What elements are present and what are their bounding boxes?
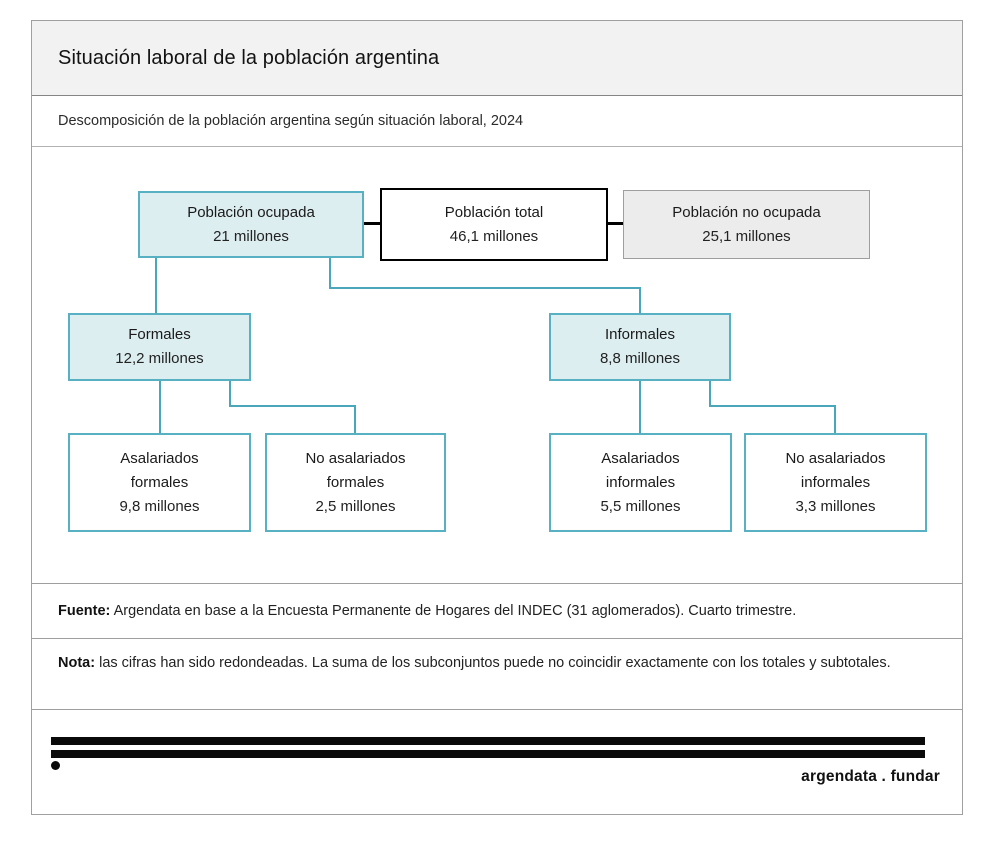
page-title: Situación laboral de la población argent…	[58, 46, 440, 69]
connector-ocupada-total	[364, 222, 381, 225]
node-value: 9,8 millones	[119, 497, 200, 515]
connector-ocupada-informales-drop	[329, 258, 331, 289]
connector-formales-noasal-down	[354, 405, 356, 433]
node-label: Formales	[128, 326, 191, 343]
node-poblacion-ocupada: Población ocupada 21 millones	[138, 191, 364, 258]
node-poblacion-no-ocupada: Población no ocupada 25,1 millones	[623, 190, 870, 259]
brand-wordmark: argendata . fundar	[801, 768, 940, 785]
connector-formales-noasal-drop	[229, 381, 231, 407]
connector-ocupada-formales	[155, 258, 157, 313]
connector-formales-asalariados	[159, 381, 161, 433]
connector-informales-noasal-across	[709, 405, 836, 407]
node-value: 12,2 millones	[115, 350, 204, 367]
node-asalariados-informales: Asalariados informales 5,5 millones	[549, 433, 732, 532]
note-band: Nota: las cifras han sido redondeadas. L…	[32, 639, 962, 710]
node-label: Asalariados informales	[601, 449, 680, 491]
node-label: No asalariados formales	[305, 449, 406, 491]
node-value: 21 millones	[213, 227, 289, 245]
node-label: Informales	[604, 326, 676, 343]
brand-dot-icon	[51, 761, 60, 770]
node-label: Población total	[444, 203, 544, 221]
brand-band: argendata . fundar	[32, 710, 962, 814]
node-poblacion-total: Población total 46,1 millones	[380, 188, 608, 261]
connector-informales-noasal-drop	[709, 381, 711, 407]
source-body: Argendata en base a la Encuesta Permanen…	[110, 603, 797, 619]
node-value: 46,1 millones	[449, 227, 539, 245]
connector-ocupada-informales-down	[639, 287, 641, 313]
connector-formales-noasal-across	[229, 405, 356, 407]
node-label: Población ocupada	[187, 203, 315, 221]
note-body: las cifras han sido redondeadas. La suma…	[95, 655, 891, 671]
node-no-asalariados-formales: No asalariados formales 2,5 millones	[265, 433, 446, 532]
node-value: 5,5 millones	[600, 497, 681, 515]
note-text: Nota: las cifras han sido redondeadas. L…	[58, 655, 891, 671]
connector-informales-asalariados	[639, 381, 641, 433]
node-formales: Formales 12,2 millones	[68, 313, 251, 381]
source-band: Fuente: Argendata en base a la Encuesta …	[32, 584, 962, 639]
chart-subtitle: Descomposición de la población argentina…	[58, 113, 524, 129]
node-informales: Informales 8,8 millones	[549, 313, 731, 381]
node-value: 3,3 millones	[795, 497, 876, 515]
node-label: Población no ocupada	[672, 203, 821, 221]
node-asalariados-formales: Asalariados formales 9,8 millones	[68, 433, 251, 532]
node-value: 25,1 millones	[702, 227, 791, 245]
brand-bar-top	[51, 737, 925, 745]
node-no-asalariados-informales: No asalariados informales 3,3 millones	[744, 433, 927, 532]
node-label: No asalariados informales	[785, 449, 886, 491]
population-tree-diagram: Población ocupada 21 millones Población …	[32, 147, 962, 584]
node-label: Asalariados formales	[120, 449, 199, 491]
title-band: Situación laboral de la población argent…	[32, 21, 962, 96]
connector-ocupada-informales-across	[329, 287, 641, 289]
connector-informales-noasal-down	[834, 405, 836, 433]
source-label: Fuente:	[58, 603, 111, 619]
node-value: 8,8 millones	[599, 350, 681, 367]
node-value: 2,5 millones	[315, 497, 396, 515]
subtitle-band: Descomposición de la población argentina…	[32, 96, 962, 147]
connector-total-noocupada	[608, 222, 624, 225]
infographic-frame: Situación laboral de la población argent…	[31, 20, 963, 815]
source-text: Fuente: Argendata en base a la Encuesta …	[58, 603, 796, 619]
brand-bar-bottom	[51, 750, 925, 758]
note-label: Nota:	[58, 655, 96, 671]
